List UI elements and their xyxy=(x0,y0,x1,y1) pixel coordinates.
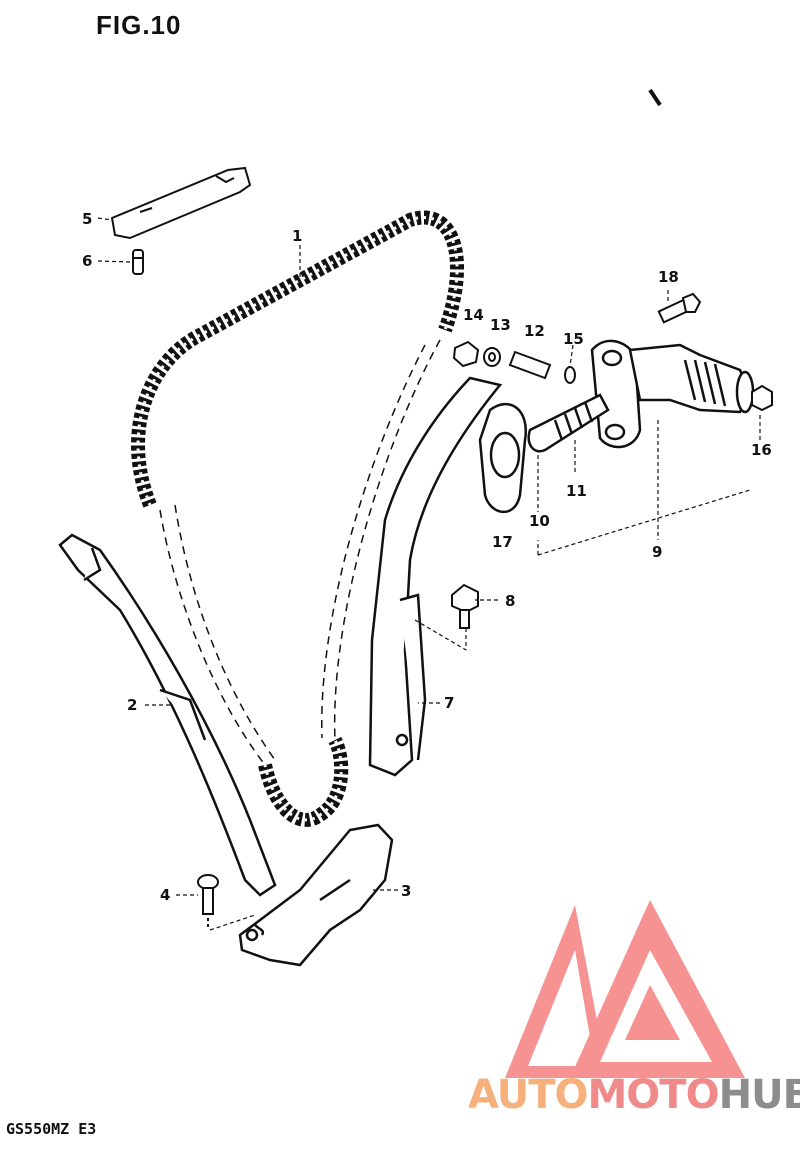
nut-14 xyxy=(452,340,480,368)
callout-7: 7 xyxy=(444,694,455,712)
callout-6: 6 xyxy=(82,252,93,270)
callout-16: 16 xyxy=(751,441,772,459)
bolt-18 xyxy=(657,292,702,324)
bolt-4 xyxy=(197,874,219,930)
tensioner-guide-7 xyxy=(368,376,503,777)
watermark-part-auto: AUTO xyxy=(468,1072,588,1118)
nut-16 xyxy=(751,384,773,412)
chain-guide-3 xyxy=(238,823,394,967)
gasket-17 xyxy=(478,403,528,514)
leader-lines xyxy=(97,217,761,931)
callout-4: 4 xyxy=(160,886,171,904)
bolt-8 xyxy=(451,583,479,629)
watermark-part-moto: MOTO xyxy=(587,1072,720,1118)
callout-3: 3 xyxy=(401,882,412,900)
chain-guide-2 xyxy=(58,533,277,897)
model-code: GS550MZ E3 xyxy=(6,1120,97,1138)
bolt-6 xyxy=(132,249,144,275)
chain-guide-5 xyxy=(110,166,252,240)
callout-8: 8 xyxy=(505,592,516,610)
plunger-10 xyxy=(527,393,610,453)
callout-13: 13 xyxy=(490,316,511,334)
figure-title: FIG.10 xyxy=(96,10,182,40)
o-ring-15 xyxy=(564,366,576,384)
hardware-12-15 xyxy=(452,340,576,384)
callout-11: 11 xyxy=(566,482,587,500)
callout-14: 14 xyxy=(463,306,484,324)
callout-2: 2 xyxy=(127,696,138,714)
watermark-logo xyxy=(505,900,745,1078)
callout-15: 15 xyxy=(563,330,584,348)
callout-1: 1 xyxy=(292,227,303,245)
callout-17: 17 xyxy=(492,533,513,551)
callout-5: 5 xyxy=(82,210,93,228)
callout-10: 10 xyxy=(529,512,550,530)
watermark-wordmark: AUTOMOTOHUB xyxy=(468,1072,800,1118)
callout-12: 12 xyxy=(524,322,545,340)
cam-chain xyxy=(131,210,464,827)
callout-9: 9 xyxy=(652,543,663,561)
callout-18: 18 xyxy=(658,268,679,286)
marker-tick xyxy=(648,88,662,107)
pin-12 xyxy=(508,350,552,380)
watermark-part-hub: HUB xyxy=(718,1072,800,1118)
tensioner-assembly-9 xyxy=(590,339,755,449)
